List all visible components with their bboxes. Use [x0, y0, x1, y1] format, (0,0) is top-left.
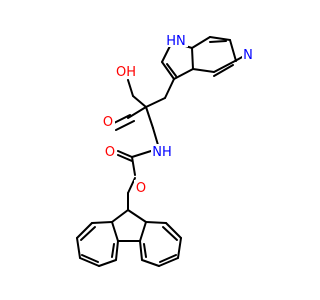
bond-line [111, 209, 129, 223]
bond-line [166, 63, 177, 77]
atom-label-acid-o: O [103, 115, 113, 130]
bond-line [141, 259, 160, 267]
atom-label-carbamate-o: O [105, 145, 115, 160]
bond-line [213, 64, 234, 77]
bond-line [158, 257, 179, 267]
bond-line [98, 259, 117, 267]
molecule-structure: HN N OH O NH O O [76, 33, 254, 267]
bond-line [127, 209, 147, 223]
bond-line [164, 78, 175, 99]
bond-line [111, 221, 119, 242]
bond-line [209, 40, 227, 43]
bond-line [145, 97, 166, 108]
bond-line [76, 237, 81, 259]
atom-background [242, 47, 254, 61]
atom-background [103, 144, 117, 158]
bond-layer [76, 36, 245, 267]
bond-line [165, 222, 182, 239]
bond-line [152, 127, 159, 146]
bond-line [143, 243, 147, 258]
bond-line [161, 61, 175, 80]
atom-label-ester-o: O [136, 181, 146, 196]
bond-line [80, 226, 96, 241]
bond-line [127, 177, 136, 194]
atom-background [151, 144, 173, 158]
atom-background [134, 180, 148, 194]
bond-line [162, 226, 178, 241]
bond-line [173, 68, 194, 80]
bond-line [191, 47, 194, 70]
bond-line [192, 68, 215, 73]
bond-line [76, 222, 93, 239]
bond-line [213, 60, 236, 73]
bond-line [117, 150, 133, 158]
bond-line [111, 243, 115, 258]
bond-line [139, 221, 147, 242]
bond-line [79, 257, 100, 267]
bond-line [209, 36, 231, 41]
bond-line [191, 36, 211, 49]
atom-label-indole-nh: HN [166, 34, 186, 49]
atom-background [101, 114, 115, 128]
bond-line [81, 254, 99, 263]
atom-label-acid-oh: OH [116, 65, 136, 80]
atom-label-layer: HN N OH O NH O O [101, 33, 254, 196]
bond-line [91, 221, 113, 224]
bond-line [132, 95, 147, 108]
atom-background [166, 33, 188, 47]
bond-line [127, 106, 147, 119]
atom-label-pyridine-n: N [243, 48, 253, 63]
bond-line [115, 240, 119, 261]
bond-line [131, 156, 136, 176]
bond-line [145, 221, 167, 224]
bond-line [139, 240, 143, 261]
bond-line [229, 39, 237, 62]
bond-line [145, 106, 154, 129]
atom-background [115, 64, 137, 78]
bond-line [177, 237, 182, 259]
bond-line [159, 254, 177, 263]
bond-line [131, 150, 152, 158]
bond-line [117, 154, 133, 162]
bond-line [127, 79, 134, 97]
bond-line [115, 120, 135, 131]
atom-label-amide-nh: NH [152, 145, 172, 160]
